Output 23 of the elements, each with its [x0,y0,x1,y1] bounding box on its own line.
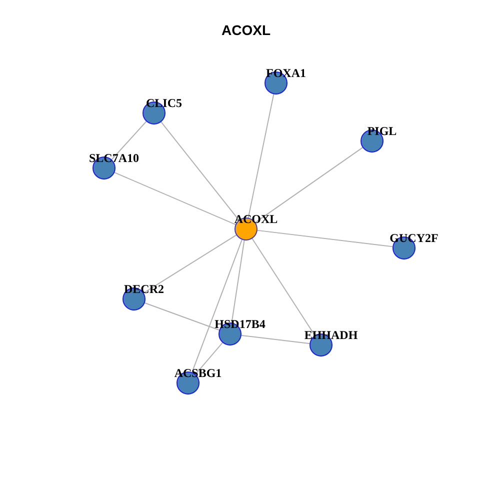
edge-line [251,238,316,336]
node-label: CLIC5 [146,96,182,110]
edge-line [144,302,220,331]
edge-line [114,172,236,226]
edge-line [248,93,274,219]
chart-title: ACOXL [222,22,270,39]
edge-line [160,121,240,221]
edge-line [254,146,364,224]
edge-line [191,238,243,374]
node-label: GUCY2F [390,231,438,245]
edge-line [110,120,148,160]
edge-line [142,234,238,294]
node-label: HSD17B4 [214,317,266,331]
node-label: EHHADH [304,328,358,342]
node-label: PIGL [367,124,397,138]
node-label: FOXA1 [266,66,306,80]
edge-line [256,230,394,248]
node-label: SLC7A10 [89,151,139,165]
edge-line [194,342,224,376]
node-label: DECR2 [124,282,164,296]
node-label: ACOXL [234,212,278,226]
edge-line [240,334,311,344]
node-label: ACSBG1 [174,366,222,380]
